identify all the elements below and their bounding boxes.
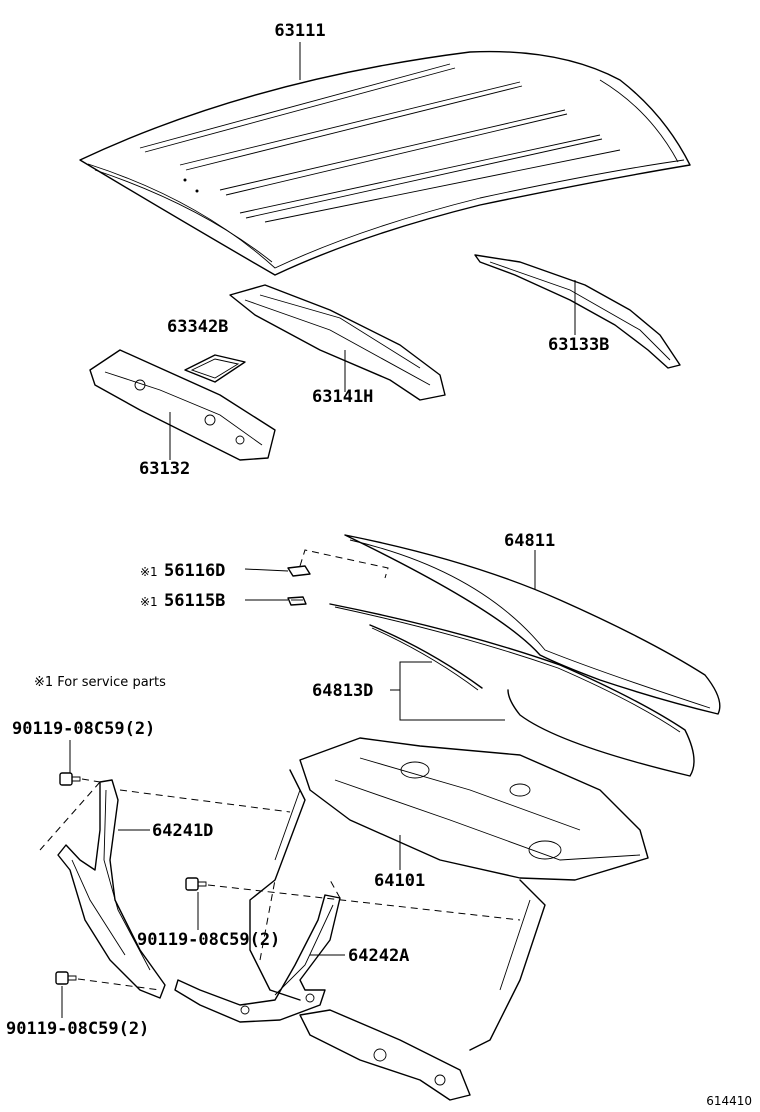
back-panel-64101 xyxy=(249,737,649,1101)
label-63342b: 63342B xyxy=(167,317,228,337)
label-56115b: 56115B xyxy=(164,591,225,611)
label-63111: 63111 xyxy=(274,21,325,41)
spacer-56115b xyxy=(287,596,307,606)
bolt-icon xyxy=(185,877,207,891)
back-glass-64811 xyxy=(344,534,721,715)
weatherstrip-64813d xyxy=(329,603,695,777)
note-service-parts: ※1 For service parts xyxy=(34,675,166,690)
label-63132: 63132 xyxy=(139,459,190,479)
label-bolt-bottom: 90119-08C59(2) xyxy=(6,1019,149,1039)
bolt-icon xyxy=(59,772,81,786)
label-64242a: 64242A xyxy=(348,946,409,966)
bolt-icon xyxy=(55,971,77,985)
roof-bow-63141h xyxy=(229,284,446,401)
assembly-dashlines xyxy=(39,778,521,991)
leader-lines xyxy=(61,42,576,1018)
label-64241d: 64241D xyxy=(152,821,213,841)
label-64811: 64811 xyxy=(504,531,555,551)
label-bolt-mid: 90119-08C59(2) xyxy=(137,930,280,950)
roof-panel-63111 xyxy=(79,50,691,276)
bracket-64242a xyxy=(174,894,341,1023)
pad-63342b xyxy=(184,354,246,383)
diagram-code: 614410 xyxy=(706,1094,752,1108)
bracket-64241d xyxy=(57,779,166,999)
label-56115b-mark: ※1 xyxy=(140,595,158,609)
label-56116d: 56116D xyxy=(164,561,225,581)
label-63141h: 63141H xyxy=(312,387,373,407)
label-bolt-top: 90119-08C59(2) xyxy=(12,719,155,739)
spacer-56116d xyxy=(287,565,311,577)
spacer-dashline xyxy=(299,549,389,579)
roof-header-63132 xyxy=(89,349,276,461)
side-rail-63133b xyxy=(474,254,681,369)
label-64101: 64101 xyxy=(374,871,425,891)
label-56116d-mark: ※1 xyxy=(140,565,158,579)
label-63133b: 63133B xyxy=(548,335,609,355)
label-64813d: 64813D xyxy=(312,681,373,701)
